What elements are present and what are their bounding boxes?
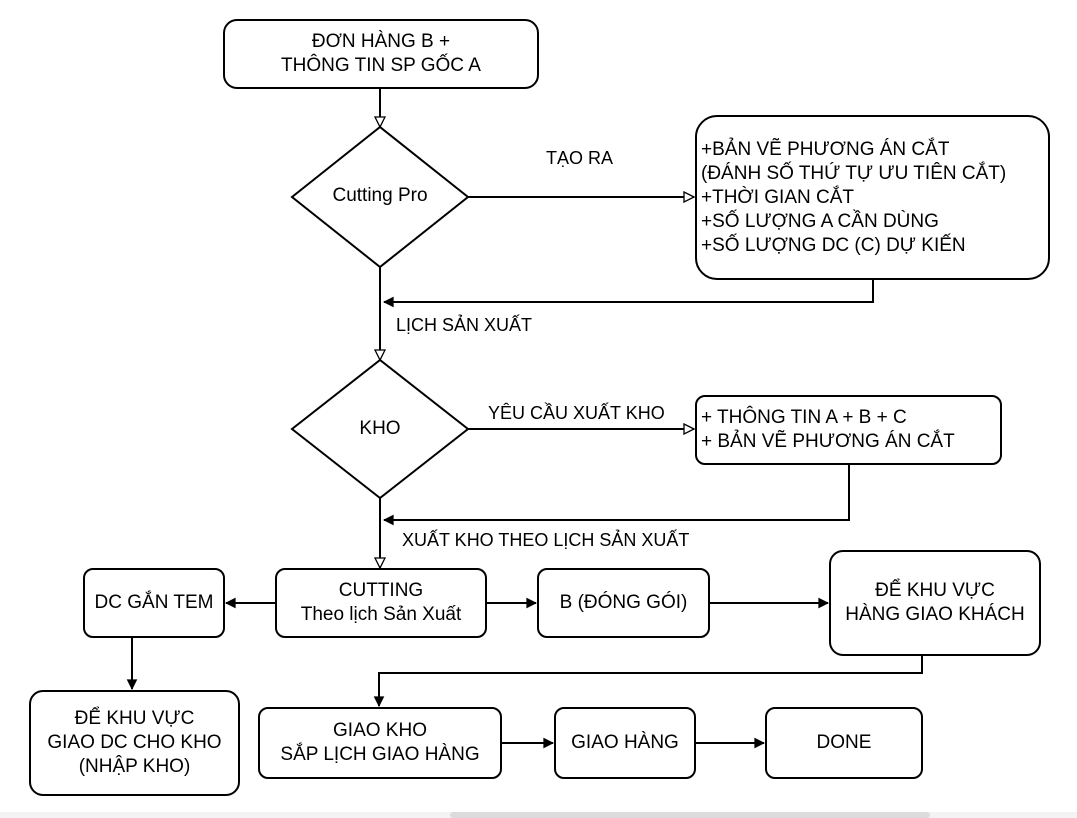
dc-label-text: DC GẮN TEM bbox=[94, 592, 214, 613]
delivery-node: GIAO HÀNG bbox=[554, 707, 696, 779]
order-node: ĐƠN HÀNG B + THÔNG TIN SP GỐC A bbox=[223, 19, 539, 89]
order-line-2: THÔNG TIN SP GỐC A bbox=[281, 55, 481, 76]
edge-label-production-schedule: LỊCH SẢN XUẤT bbox=[396, 315, 533, 335]
done-node: DONE bbox=[765, 707, 923, 779]
warehouse-info-line-2: + BẢN VẼ PHƯƠNG ÁN CẮT bbox=[701, 431, 955, 452]
cutting-pro-label: Cutting Pro bbox=[332, 185, 428, 206]
scrollbar-thumb[interactable] bbox=[450, 812, 930, 818]
edge-label-export-request: YÊU CẦU XUẤT KHO bbox=[488, 403, 665, 423]
customer-area-node: ĐỂ KHU VỰC HÀNG GIAO KHÁCH bbox=[829, 550, 1041, 656]
order-line-1: ĐƠN HÀNG B + bbox=[311, 31, 451, 52]
delivery-text: GIAO HÀNG bbox=[571, 732, 679, 753]
warehouse-info-node: + THÔNG TIN A + B + C + BẢN VẼ PHƯƠNG ÁN… bbox=[695, 395, 1002, 465]
packing-node: B (ĐÓNG GÓI) bbox=[537, 568, 710, 638]
dc-area-line-2: GIAO DC CHO KHO bbox=[47, 732, 222, 753]
edge-label-creates: TẠO RA bbox=[546, 148, 614, 168]
output-line-1: +BẢN VẼ PHƯƠNG ÁN CẮT bbox=[701, 138, 950, 160]
warehouse-label: KHO bbox=[359, 418, 401, 439]
customer-area-line-2: HÀNG GIAO KHÁCH bbox=[845, 604, 1025, 625]
delivery-schedule-line-1: GIAO KHO bbox=[333, 720, 427, 741]
dc-area-line-1: ĐỂ KHU VỰC bbox=[74, 708, 195, 729]
delivery-schedule-node: GIAO KHO SẮP LỊCH GIAO HÀNG bbox=[258, 707, 502, 779]
output-line-3: +THỜI GIAN CẮT bbox=[701, 186, 855, 208]
cutting-plan-outputs-node: +BẢN VẼ PHƯƠNG ÁN CẮT (ĐÁNH SỐ THỨ TỰ ƯU… bbox=[695, 115, 1050, 280]
customer-area-line-1: ĐỂ KHU VỰC bbox=[875, 580, 995, 601]
dc-area-node: ĐỂ KHU VỰC GIAO DC CHO KHO (NHẬP KHO) bbox=[29, 690, 240, 796]
edge-info-return bbox=[384, 465, 850, 520]
dc-area-line-3: (NHẬP KHO) bbox=[78, 756, 191, 777]
output-line-4: +SỐ LƯỢNG A CẦN DÙNG bbox=[701, 210, 939, 232]
output-line-5: +SỐ LƯỢNG DC (C) DỰ KIẾN bbox=[701, 234, 966, 256]
edge-outputs-return bbox=[384, 279, 874, 302]
edge-customer-area-to-delivery-schedule bbox=[379, 656, 923, 706]
cutting-line-2: Theo lịch Sản Xuất bbox=[300, 604, 462, 625]
dc-label-node: DC GẮN TEM bbox=[83, 568, 225, 638]
packing-text: B (ĐÓNG GÓI) bbox=[559, 592, 688, 613]
output-line-2: (ĐÁNH SỐ THỨ TỰ ƯU TIÊN CẮT) bbox=[701, 162, 1007, 184]
cutting-node: CUTTING Theo lịch Sản Xuất bbox=[275, 568, 487, 638]
edge-label-export-by-schedule: XUẤT KHO THEO LỊCH SẢN XUẤT bbox=[402, 530, 690, 550]
cutting-line-1: CUTTING bbox=[338, 580, 424, 601]
delivery-schedule-line-2: SẮP LỊCH GIAO HÀNG bbox=[280, 744, 480, 765]
warehouse-info-line-1: + THÔNG TIN A + B + C bbox=[701, 407, 907, 428]
done-text: DONE bbox=[816, 732, 872, 753]
